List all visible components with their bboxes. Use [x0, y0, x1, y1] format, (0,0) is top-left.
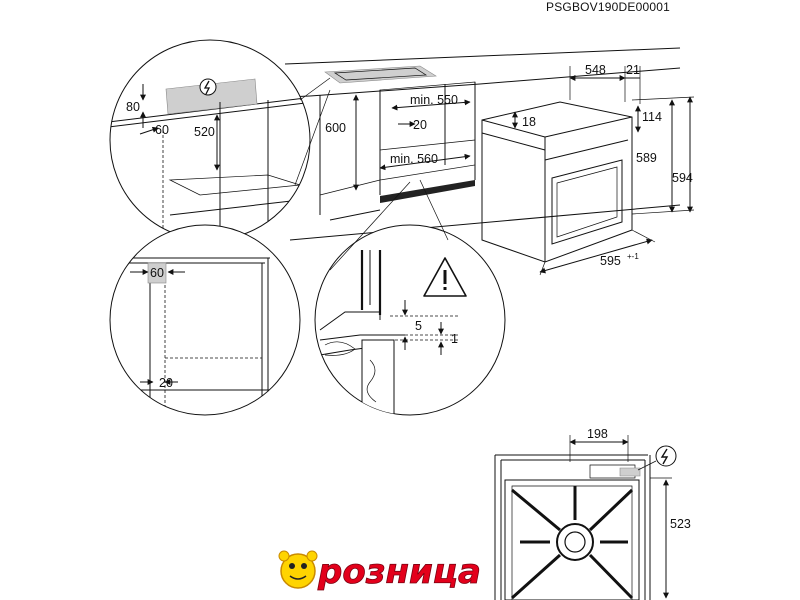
power-connection-icon: [199, 78, 217, 96]
dim-detail-520: 520: [194, 125, 215, 139]
dim-width-tolerance: +-1: [627, 252, 639, 261]
brand-logo: розница: [278, 550, 481, 592]
dim-side-60: 60: [150, 266, 164, 280]
dim-bottom-198: 198: [587, 427, 608, 441]
dim-sill-1: 1: [451, 332, 458, 346]
power-connection-icon: [637, 445, 677, 471]
kitchen-cabinet-perspective: 600 min. 550 20 min. 560: [261, 47, 681, 241]
top-view-cooktop: 198 523: [494, 427, 691, 600]
document-code: PSGBOV190DE00001: [546, 0, 670, 14]
dim-niche-depth: min. 560: [390, 152, 438, 166]
power-socket-zone: [165, 78, 258, 115]
dim-niche-height: 600: [325, 121, 346, 135]
plinth-vent: [380, 180, 475, 203]
dim-niche-width: min. 550: [410, 93, 458, 107]
cooktop-cutout: [324, 65, 437, 84]
dim-oven-depth: 548: [585, 63, 606, 77]
dim-detail-80: 80: [126, 100, 140, 114]
dim-niche-gap: 20: [413, 118, 427, 132]
dim-height-total: 594: [672, 171, 693, 185]
oven-perspective: 548 21 18 114 589 594 595 +-1: [481, 63, 695, 276]
brand-logo-text: розница: [317, 552, 481, 592]
mascot-icon: [280, 553, 316, 589]
dim-sill-5: 5: [415, 319, 422, 333]
detail-sill-clearance: 5 1: [314, 179, 506, 416]
detail-top-connection: 80 60 520: [109, 39, 331, 241]
dim-height-inner: 589: [636, 151, 657, 165]
dim-side-20: 20: [159, 376, 173, 390]
detail-side-clearance: 60 20: [109, 224, 301, 416]
dim-bottom-523: 523: [670, 517, 691, 531]
warning-triangle-icon: [423, 257, 467, 297]
dim-front-depth: 21: [626, 63, 640, 77]
dim-detail-60: 60: [155, 123, 169, 137]
dim-top-offset: 18: [522, 115, 536, 129]
dim-panel-offset: 114: [642, 110, 662, 124]
dim-width: 595: [600, 254, 621, 268]
